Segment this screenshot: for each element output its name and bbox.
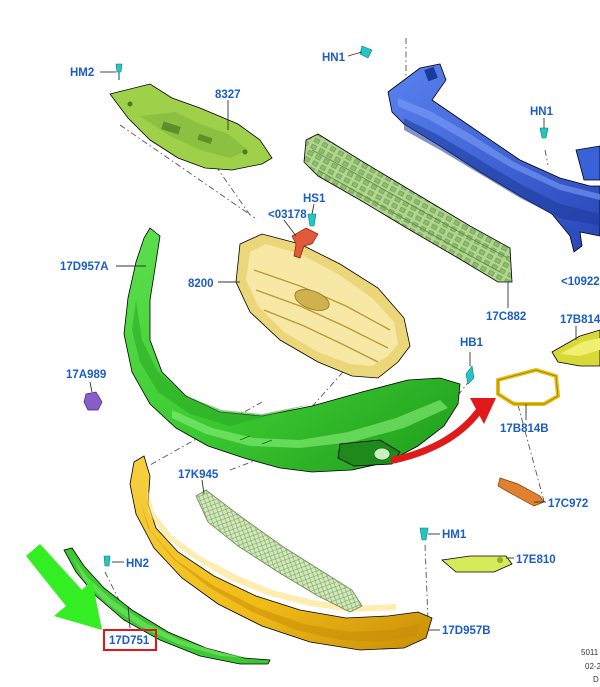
part-8200-grille [235,233,411,379]
part-17c972 [497,477,545,507]
label-17d957b: 17D957B [442,625,491,637]
label-17d957a: 17D957A [60,261,109,273]
label-hm2: HM2 [70,67,94,79]
leader-line [283,219,297,237]
clip-hn1-top [359,45,373,59]
label-17e810: 17E810 [516,554,556,566]
label-17d751: 17D751 [109,635,150,647]
label-17c972: 17C972 [548,498,588,510]
label-10922: <10922 [561,276,600,288]
leader-line [347,51,363,57]
assembly-line [119,124,256,219]
callout-labels: HM2 8327 HN1 HN1 HS1 <03178 17D957A 8200… [60,52,600,651]
label-17c882: 17C882 [486,311,526,323]
part-17k945-lower-grille [195,489,363,613]
leader-line [201,479,205,495]
part-bumper-reinforcement [387,63,600,253]
part-17a989 [83,391,103,411]
part-17c882-absorber [303,133,513,283]
part-17b814-top [551,329,600,367]
label-hb1: HB1 [460,337,484,349]
clip-hn2 [103,555,111,567]
part-8327-shield [109,83,273,171]
footer-line-3: D [593,675,599,684]
label-17b814-top: 17B814 [560,314,600,326]
label-hn2: HN2 [126,558,149,570]
footer-reference: 5011 02-2 D [581,648,600,684]
green-arrow-indicator [26,544,102,630]
label-03178: <03178 [268,209,307,221]
label-8200: 8200 [188,278,214,290]
leader-line [127,605,131,629]
part-17d957b-lower-absorber [129,455,433,651]
assembly-line [207,154,251,216]
label-hs1: HS1 [303,193,326,205]
label-17b814b: 17B814B [500,423,549,435]
part-17b814b-frame [496,367,561,406]
label-hm1: HM1 [442,529,467,541]
part-17d751-lower-lip [63,547,271,665]
label-hn1-right: HN1 [530,106,554,118]
assembly-line [517,404,546,506]
clip-hn1-right [539,118,549,139]
label-8327: 8327 [215,89,241,101]
leader-line [89,381,93,393]
fastener-hb1 [465,352,475,385]
label-17a989: 17A989 [66,369,106,381]
footer-line-1: 5011 [581,648,599,657]
leader-line [311,203,315,215]
label-17k945: 17K945 [178,469,219,481]
clip-hm1 [419,527,429,541]
leader-lines [89,51,577,631]
part-03178-bracket [291,213,319,259]
part-17d957a-bumper-cover [123,227,461,473]
label-hn1-top: HN1 [322,52,346,64]
highlight-box-17d751 [103,629,157,651]
part-17e810 [441,555,513,573]
assembly-line [424,544,429,621]
assembly-line [544,149,549,166]
assembly-line [299,371,344,421]
red-arrow-indicator [390,398,496,464]
footer-line-2: 02-2 [585,662,600,671]
clip-hm2 [115,63,123,80]
